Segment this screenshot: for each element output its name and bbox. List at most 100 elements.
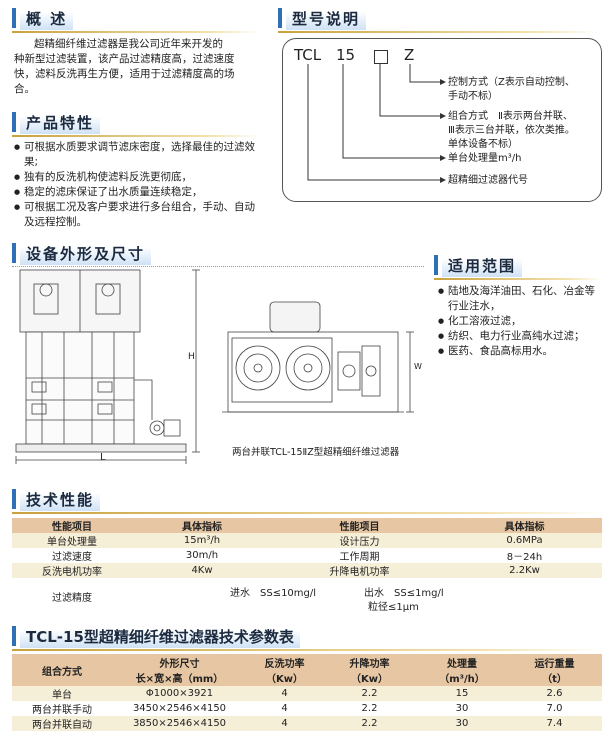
divider [12, 649, 602, 651]
list-item: 化工溶液过滤， [438, 314, 598, 329]
desc-line: 组合方式 Ⅱ表示两台并联、 [448, 111, 573, 122]
table-cell: 2.2Kw [447, 563, 602, 578]
model-code-prefix: TCL [294, 46, 322, 64]
overview-heading: 概 述 [12, 6, 74, 30]
table-header-cell: 具体指标 [132, 518, 272, 533]
model-heading: 型号说明 [278, 6, 367, 30]
heading-bar [12, 489, 16, 509]
table-row: 单台 Φ1000×3921 4 2.2 15 2.6 [12, 686, 602, 701]
model-code-box-placeholder [374, 50, 388, 64]
params-heading: TCL-15型超精细纤维过滤器技术参数表 [12, 624, 300, 648]
table-cell: 4Kw [132, 563, 272, 578]
table-header-cell: 性能项目 [12, 518, 132, 533]
overview-title: 概 述 [20, 6, 74, 30]
table-cell: 反洗电机功率 [12, 563, 132, 578]
divider [12, 31, 262, 33]
features-list: 可根据水质要求调节滤床密度，选择最佳的过滤效果; 独有的反洗机构使滤料反洗更彻底… [14, 140, 264, 230]
table-row: 过滤速度 30m/h 工作周期 8－24h [12, 548, 602, 563]
divider [12, 512, 602, 514]
desc-line: 单体设备不标） [448, 139, 518, 150]
list-item: 陆地及海洋油田、石化、冶金等行业注水， [438, 284, 598, 314]
table-cell: 15 [417, 686, 507, 701]
table-cell: 2.2 [322, 686, 417, 701]
params-title: TCL-15型超精细纤维过滤器技术参数表 [20, 624, 300, 648]
table-cell: 3450×2546×4150 [112, 701, 247, 716]
table-cell: 进水 SS≤10mg/l 出水 SS≤1mg/l 粒径≤1μm [132, 578, 602, 614]
dim-height-label: H [188, 352, 195, 362]
overview-line: 快，滤料反洗再生方便，适用于过滤精度高的场 [14, 68, 235, 80]
table-cell: 过滤速度 [12, 548, 132, 563]
tech-title: 技术性能 [20, 487, 101, 511]
header-line: （m³/h） [439, 674, 485, 685]
header-line: （t） [542, 674, 567, 685]
list-item: 稳定的滤床保证了出水质量连续稳定， [14, 185, 264, 200]
model-desc-code: 超精细过滤器代号 [448, 175, 528, 186]
table-cell: 两台并联手动 [12, 701, 112, 716]
features-heading: 产品特性 [12, 110, 101, 134]
list-item: 可根据水质要求调节滤床密度，选择最佳的过滤效果; [14, 140, 264, 170]
scope-list: 陆地及海洋油田、石化、冶金等行业注水， 化工溶液过滤， 纺织、电力行业高纯水过滤… [438, 284, 598, 359]
divider [12, 135, 262, 137]
heading-bar [278, 8, 282, 28]
divider [434, 278, 602, 280]
heading-bar [12, 626, 16, 646]
table-cell: 工作周期 [272, 548, 447, 563]
table-cell: Φ1000×3921 [112, 686, 247, 701]
divider [12, 266, 424, 267]
table-row: 反洗电机功率 4Kw 升降电机功率 2.2Kw [12, 563, 602, 578]
model-desc-combo: 组合方式 Ⅱ表示两台并联、 Ⅲ表示三台并联，依次类推。 单体设备不标） [448, 110, 575, 152]
model-code-z: Z [404, 46, 415, 64]
table-cell: 30 [417, 701, 507, 716]
model-desc-capacity: 单台处理量m³/h [448, 153, 522, 164]
header-line: （Kw） [266, 674, 303, 685]
model-title: 型号说明 [286, 6, 367, 30]
header-line: 外形尺寸 [159, 659, 200, 670]
table-row: 两台并联手动 3450×2546×4150 4 2.2 30 7.0 [12, 701, 602, 716]
overview-text: 超精细纤维过滤器是我公司近年来开发的 种新型过滤装置，该产品过滤精度高，过滤速度… [14, 37, 269, 97]
tech-heading: 技术性能 [12, 487, 101, 511]
dim-width-label: W [414, 362, 422, 371]
heading-bar [12, 8, 16, 28]
table-cell: 7.0 [507, 701, 602, 716]
table-row: 单台处理量 15m³/h 设计压力 0.6MPa [12, 533, 602, 548]
desc-line: 手动不标） [448, 91, 498, 102]
header-line: 长×宽×高（mm） [135, 674, 224, 685]
header-line: 运行重量 [534, 659, 575, 670]
table-cell: 8－24h [447, 548, 602, 563]
precision-inlet: 进水 SS≤10mg/l [230, 588, 317, 599]
table-cell: 升降电机功率 [272, 563, 447, 578]
desc-line: Ⅲ表示三台并联，依次类推。 [448, 125, 575, 136]
model-code-box [282, 38, 602, 202]
dim-length-label: L [100, 452, 106, 463]
table-cell: 4 [247, 716, 322, 731]
precision-outlet: 出水 SS≤1mg/l [364, 588, 444, 599]
table-cell: 过滤精度 [12, 578, 132, 614]
drawing-caption: 两台并联TCL-15ⅡZ型超精细纤维过滤器 [232, 447, 400, 458]
table-cell: 2.2 [322, 716, 417, 731]
heading-bar [12, 243, 16, 263]
header-line: 反洗功率 [264, 659, 305, 670]
tech-table: 性能项目 具体指标 性能项目 具体指标 单台处理量 15m³/h 设计压力 0.… [12, 518, 602, 614]
table-cell: 2.6 [507, 686, 602, 701]
table-cell: 单台 [12, 686, 112, 701]
table-header-cell: 处理量 （m³/h） [417, 654, 507, 686]
model-code-number: 15 [336, 46, 356, 64]
header-line: 处理量 [447, 659, 477, 670]
table-header-row: 性能项目 具体指标 性能项目 具体指标 [12, 518, 602, 533]
equipment-title: 设备外形及尺寸 [20, 241, 152, 265]
table-header-cell: 反洗功率 （Kw） [247, 654, 322, 686]
precision-particle: 粒径≤1μm [368, 602, 419, 613]
list-item: 独有的反洗机构使滤料反洗更彻底， [14, 170, 264, 185]
table-header-cell: 具体指标 [447, 518, 602, 533]
header-line: 升降功率 [349, 659, 390, 670]
equipment-elevation-drawing [15, 269, 200, 464]
scope-title: 适用范围 [442, 253, 523, 277]
table-header-cell: 外形尺寸长×宽×高（mm） [112, 654, 247, 686]
table-header-cell: 运行重量 （t） [507, 654, 602, 686]
table-cell: 两台并联自动 [12, 716, 112, 731]
table-header-cell: 升降功率（Kw） [322, 654, 417, 686]
equipment-heading: 设备外形及尺寸 [12, 241, 152, 265]
table-cell: 4 [247, 686, 322, 701]
table-cell: 15m³/h [132, 533, 272, 548]
scope-heading: 适用范围 [434, 253, 523, 277]
